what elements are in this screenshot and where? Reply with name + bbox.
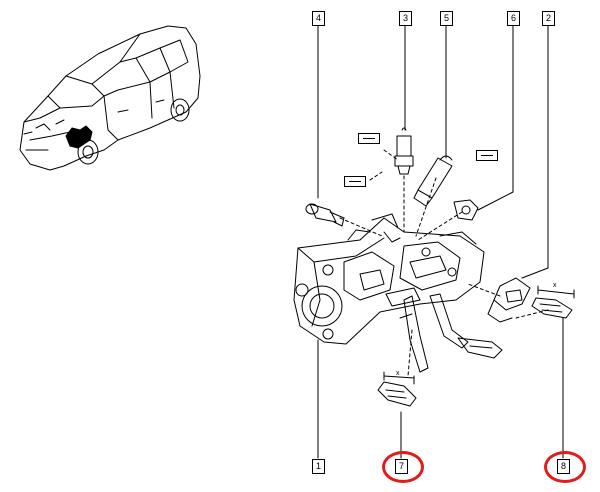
reference-label-chip <box>344 176 366 187</box>
highlight-ring-7 <box>382 451 424 483</box>
highlight-ring-8 <box>544 451 586 483</box>
measure-mark-8: x <box>553 282 557 289</box>
reference-label-chip <box>476 150 498 161</box>
reference-label-chip <box>358 133 380 144</box>
vehicle-location-marker <box>65 125 93 149</box>
callout-4: 4 <box>312 11 325 26</box>
callout-6: 6 <box>507 11 520 26</box>
callout-1: 1 <box>312 459 325 474</box>
vehicle-illustration <box>19 25 201 171</box>
callout-2: 2 <box>542 11 555 26</box>
callout-3: 3 <box>399 11 412 26</box>
callout-5: 5 <box>440 11 453 26</box>
measure-mark-7: x <box>396 370 400 377</box>
